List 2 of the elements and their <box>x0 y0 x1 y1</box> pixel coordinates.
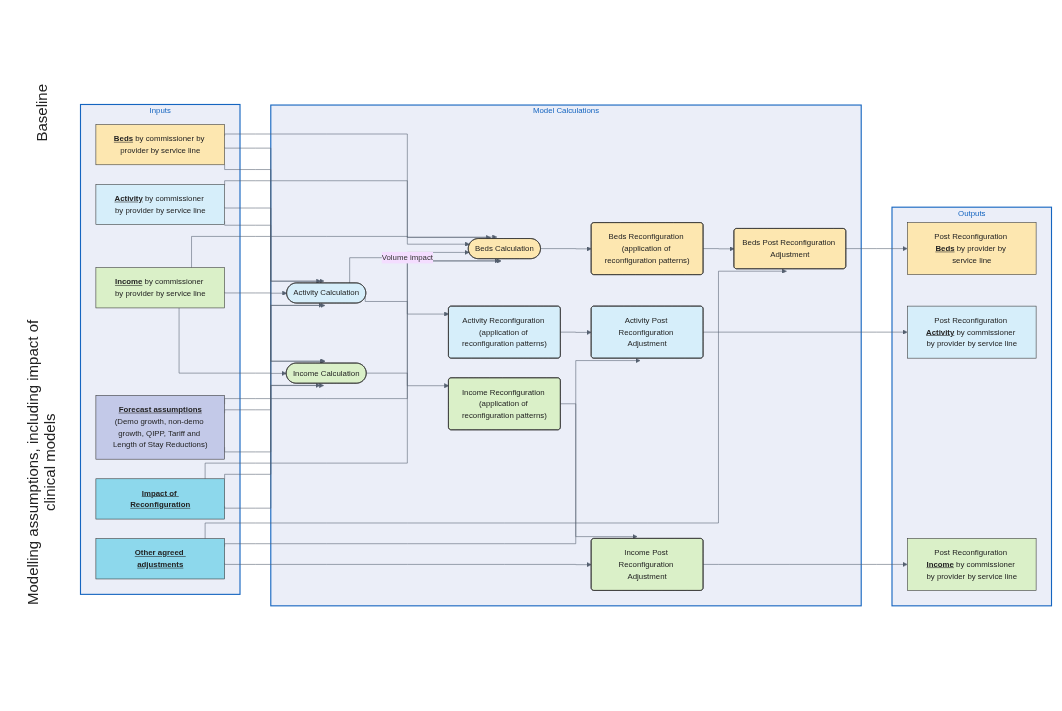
bracket-label: Modelling assumptions, including impact of clinical models <box>24 318 58 607</box>
bracket-label: Baseline <box>32 83 50 142</box>
